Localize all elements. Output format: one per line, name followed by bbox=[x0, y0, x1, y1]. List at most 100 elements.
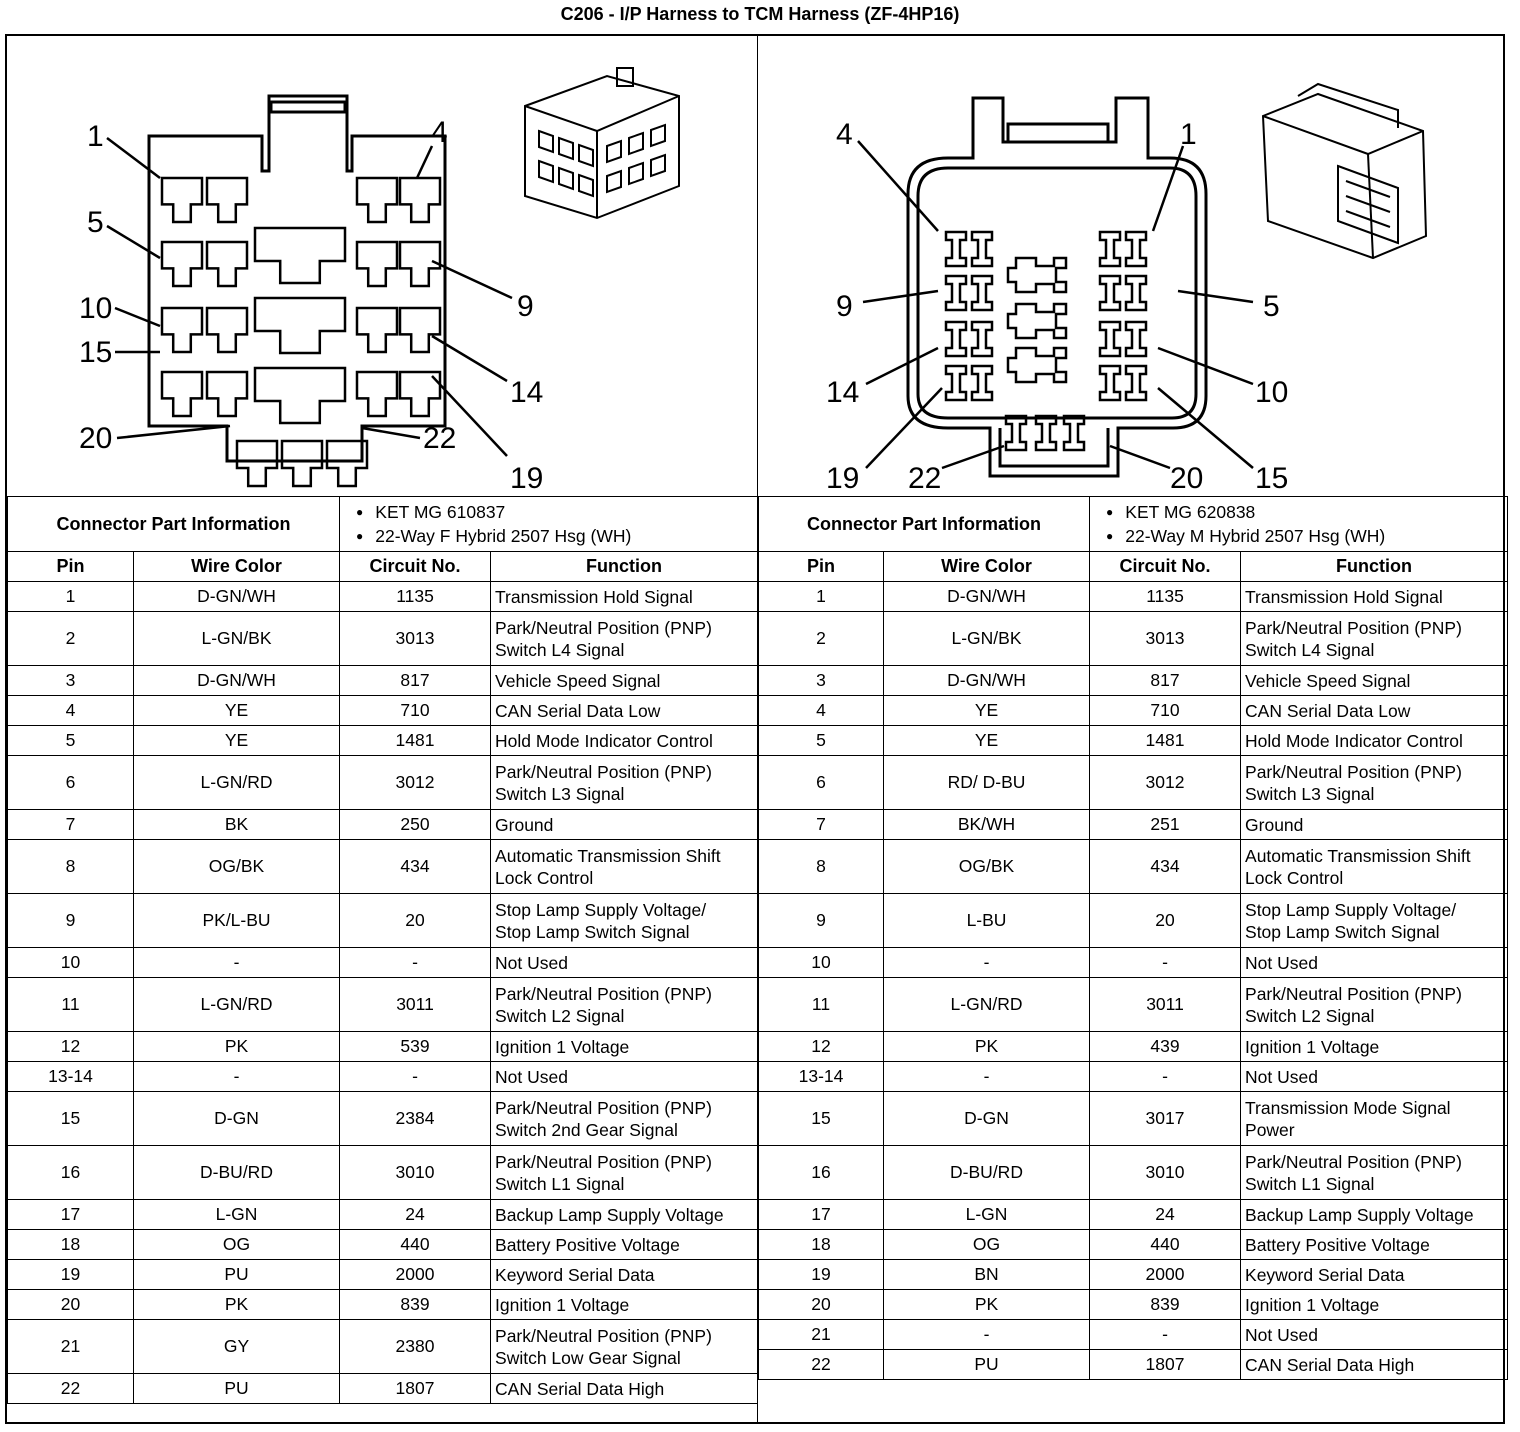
pin-cavity bbox=[280, 439, 324, 488]
header-wire-color: Wire Color bbox=[132, 551, 341, 582]
circuit-no-cell: 434 bbox=[339, 839, 492, 894]
wire-color-cell: D-GN bbox=[132, 1091, 341, 1146]
circuit-no-cell: - bbox=[339, 1061, 492, 1092]
pin-cell: 4 bbox=[7, 695, 134, 726]
circuit-no-cell: 3013 bbox=[339, 611, 492, 666]
function-cell: CAN Serial Data High bbox=[1240, 1349, 1509, 1380]
female-connector-face-diagram: 1 4 5 9 10 14 15 19 20 22 bbox=[79, 67, 680, 495]
female-connector-drawing: 1 4 5 9 10 14 15 19 20 22 bbox=[7, 36, 757, 496]
circuit-no-cell: 3010 bbox=[1089, 1145, 1242, 1200]
function-cell: Park/Neutral Position (PNP) Switch L2 Si… bbox=[490, 977, 759, 1032]
pin-label-22: 22 bbox=[423, 422, 456, 455]
pin-cell: 13-14 bbox=[758, 1061, 884, 1092]
circuit-no-cell: 1135 bbox=[339, 581, 492, 612]
function-cell: Ground bbox=[490, 809, 759, 840]
function-cell: CAN Serial Data Low bbox=[1240, 695, 1509, 726]
wire-color-cell: D-BU/RD bbox=[132, 1145, 341, 1200]
function-cell: Park/Neutral Position (PNP) Switch L1 Si… bbox=[490, 1145, 759, 1200]
pin-cell: 8 bbox=[7, 839, 134, 894]
circuit-no-cell: - bbox=[1089, 1061, 1242, 1092]
wire-color-cell: OG bbox=[882, 1229, 1091, 1260]
function-cell: Park/Neutral Position (PNP) Switch Low G… bbox=[490, 1319, 759, 1374]
function-cell: Park/Neutral Position (PNP) Switch L4 Si… bbox=[1240, 611, 1509, 666]
pin-cavity bbox=[398, 176, 442, 224]
power-cavity bbox=[1006, 346, 1068, 384]
male-connector-drawing: 4 1 9 5 14 10 19 22 20 15 bbox=[758, 36, 1508, 496]
part-number: KET MG 620838 bbox=[1094, 500, 1503, 524]
pin-cell: 12 bbox=[7, 1031, 134, 1062]
pin-cavity bbox=[1004, 414, 1028, 452]
header-pin: Pin bbox=[7, 551, 134, 582]
pin-label-19: 19 bbox=[510, 462, 543, 495]
connector-frame: 1 4 5 9 10 14 15 19 20 22 bbox=[5, 34, 1509, 1424]
circuit-no-cell: 20 bbox=[1089, 893, 1242, 948]
wire-color-cell: OG bbox=[132, 1229, 341, 1260]
pin-cell: 6 bbox=[758, 755, 884, 810]
wire-color-cell: PK bbox=[132, 1031, 341, 1062]
pin-cell: 17 bbox=[7, 1199, 134, 1230]
circuit-no-cell: 1481 bbox=[1089, 725, 1242, 756]
wire-color-cell: YE bbox=[882, 725, 1091, 756]
wire-color-cell: PK/L-BU bbox=[132, 893, 341, 948]
function-cell: Transmission Hold Signal bbox=[490, 581, 759, 612]
pin-cell: 11 bbox=[7, 977, 134, 1032]
function-cell: Not Used bbox=[1240, 1061, 1509, 1092]
pin-cavity bbox=[355, 176, 399, 224]
wire-color-cell: L-GN/RD bbox=[132, 977, 341, 1032]
circuit-no-cell: 24 bbox=[339, 1199, 492, 1230]
pin-label-5: 5 bbox=[87, 206, 104, 239]
pin-cell: 6 bbox=[7, 755, 134, 810]
circuit-no-cell: 439 bbox=[1089, 1031, 1242, 1062]
female-connector-pin-table: Connector Part Information KET MG 610837… bbox=[6, 496, 759, 1404]
pin-cell: 3 bbox=[758, 665, 884, 696]
pin-cavity bbox=[205, 176, 249, 224]
pin-cell: 8 bbox=[758, 839, 884, 894]
circuit-no-cell: 2384 bbox=[339, 1091, 492, 1146]
function-cell: Park/Neutral Position (PNP) Switch L3 Si… bbox=[1240, 755, 1509, 810]
pin-cavity bbox=[160, 306, 204, 354]
circuit-no-cell: 434 bbox=[1089, 839, 1242, 894]
male-connector-panel: 4 1 9 5 14 10 19 22 20 15 bbox=[757, 36, 1509, 1424]
function-cell: Backup Lamp Supply Voltage bbox=[490, 1199, 759, 1230]
circuit-no-cell: 3012 bbox=[339, 755, 492, 810]
pin-label-1: 1 bbox=[1180, 118, 1197, 151]
pin-cell: 1 bbox=[7, 581, 134, 612]
wire-color-cell: D-GN/WH bbox=[132, 581, 341, 612]
function-cell: Battery Positive Voltage bbox=[1240, 1229, 1509, 1260]
header-circuit-no: Circuit No. bbox=[339, 551, 492, 582]
pin-cavity bbox=[944, 320, 968, 358]
pin-label-15: 15 bbox=[79, 336, 112, 369]
circuit-no-cell: 440 bbox=[339, 1229, 492, 1260]
circuit-no-cell: 710 bbox=[339, 695, 492, 726]
circuit-no-cell: - bbox=[1089, 1319, 1242, 1350]
pin-label-5: 5 bbox=[1263, 290, 1280, 323]
pin-cell: 15 bbox=[758, 1091, 884, 1146]
pin-cavity bbox=[970, 230, 994, 268]
male-connector-pin-table: Connector Part Information KET MG 620838… bbox=[757, 496, 1509, 1380]
pin-cell: 2 bbox=[758, 611, 884, 666]
wire-color-cell: D-GN/WH bbox=[882, 581, 1091, 612]
pin-cavity bbox=[1098, 320, 1122, 358]
male-connector-face-diagram: 4 1 9 5 14 10 19 22 20 15 bbox=[826, 82, 1428, 495]
function-cell: Transmission Mode Signal Power bbox=[1240, 1091, 1509, 1146]
pin-label-4: 4 bbox=[836, 118, 853, 151]
circuit-no-cell: 3012 bbox=[1089, 755, 1242, 810]
circuit-no-cell: 3011 bbox=[1089, 977, 1242, 1032]
pin-cavity bbox=[1098, 230, 1122, 268]
pin-cell: 16 bbox=[7, 1145, 134, 1200]
pin-cavity bbox=[970, 320, 994, 358]
